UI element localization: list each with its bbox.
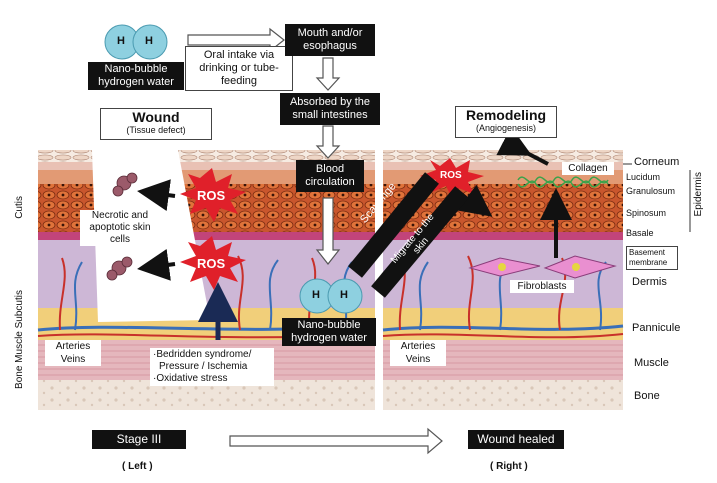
- ros-label-left-top: ROS: [197, 188, 226, 203]
- remodeling-callout: Remodeling (Angiogenesis): [455, 106, 557, 138]
- fibroblasts-label: Fibroblasts: [510, 280, 574, 293]
- ros-burst-left-top: [180, 168, 246, 222]
- layer-epidermis: Epidermis: [693, 172, 704, 217]
- layer-basale: Basale: [626, 228, 654, 238]
- cause-2: Pressure / Ischemia: [159, 361, 248, 372]
- layer-dermis: Dermis: [632, 276, 667, 288]
- collagen-fibers: [517, 176, 609, 188]
- layer-panniculus: Pannicule: [632, 322, 681, 334]
- right-skin-panel: [348, 126, 624, 410]
- flow-arrows: [187, 27, 443, 455]
- layer-granulosum: Granulosum: [626, 186, 676, 196]
- mouth-box: Mouth and/or esophagus: [285, 24, 375, 56]
- layer-corneum: Corneum: [634, 156, 680, 168]
- healed-label: Wound healed: [468, 430, 564, 449]
- blood-circulation-box: Blood circulation: [296, 160, 364, 192]
- ros-label-right: ROS: [440, 170, 462, 181]
- layer-muscle: Muscle: [634, 357, 669, 369]
- absorbed-box: Absorbed by the small intestines: [280, 93, 380, 125]
- axis-cutis: Cutis: [14, 196, 25, 219]
- layer-lucidum: Lucidum: [626, 172, 661, 182]
- layer-basement: Basement membrane: [626, 246, 678, 270]
- nano-bubble-label-top: Nano-bubble hydrogen water: [88, 62, 184, 90]
- layer-bone: Bone: [634, 390, 660, 402]
- ros-burst-left-bottom: [180, 236, 246, 290]
- left-caption: ( Left ): [122, 461, 153, 472]
- arteries-veins-right: Arteries Veins: [390, 340, 446, 366]
- top-h2-molecule: [104, 24, 168, 60]
- h-atom-mid-1: H: [312, 289, 320, 301]
- h-atom-label-1: H: [117, 35, 125, 47]
- collagen-label: Collagen: [562, 162, 614, 175]
- middle-h2-molecule: [299, 278, 363, 314]
- remodeling-subtitle: (Angiogenesis): [475, 123, 537, 133]
- wound-subtitle: (Tissue defect): [126, 125, 186, 135]
- layer-spinosum: Spinosum: [626, 208, 667, 218]
- right-caption: ( Right ): [490, 461, 528, 472]
- h-atom-label-2: H: [145, 35, 153, 47]
- h-atom-mid-2: H: [340, 289, 348, 301]
- oral-intake-box: Oral intake via drinking or tube-feeding: [185, 46, 293, 91]
- stage-label: Stage III: [92, 430, 186, 449]
- arteries-veins-left: Arteries Veins: [45, 340, 101, 366]
- wound-title: Wound: [132, 109, 180, 125]
- cause-3: ·Oxidative stress: [153, 373, 228, 384]
- necrotic-cells-label: Necrotic and apoptotic skin cells: [80, 210, 160, 246]
- causes-box: ·Bedridden syndrome/ Pressure / Ischemia…: [150, 348, 274, 386]
- axis-bone-muscle-subcutis: Bone Muscle Subcutis: [14, 290, 25, 389]
- remodeling-title: Remodeling: [465, 107, 547, 123]
- ros-label-left-bottom: ROS: [197, 256, 226, 271]
- nano-bubble-label-mid: Nano-bubble hydrogen water: [282, 318, 376, 346]
- wound-callout: Wound (Tissue defect): [100, 108, 212, 140]
- cause-1: ·Bedridden syndrome/: [153, 349, 252, 360]
